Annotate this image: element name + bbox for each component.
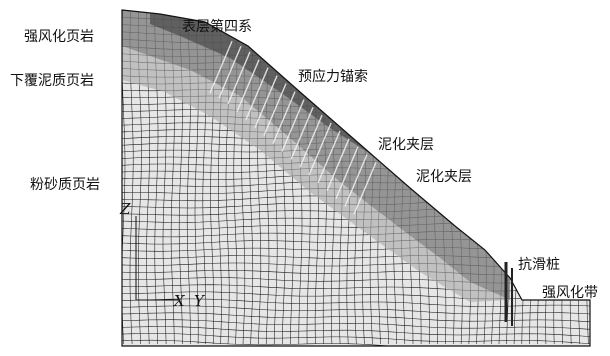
label-surface-quaternary: 表层第四系 [182, 19, 252, 35]
mesh-line [529, 10, 534, 344]
anchor-cable [344, 154, 368, 207]
anchor-cable [209, 40, 233, 94]
anchor-cable [272, 91, 296, 144]
slope-outline [121, 9, 591, 347]
label-prestressed-anchor: 预应力锚索 [298, 69, 368, 85]
muddy-shale-layer [122, 46, 510, 302]
axis-label-z: Z [120, 200, 131, 218]
mesh-line [521, 10, 526, 345]
label-muddy-interlayer-2: 泥化夹层 [416, 169, 472, 185]
mesh-line [122, 10, 126, 345]
mesh-line [120, 347, 590, 356]
anchor-cable [290, 107, 314, 160]
mesh-line [122, 319, 590, 330]
anchor-cable [353, 162, 377, 215]
label-muddy-interlayer-1: 泥化夹层 [378, 137, 434, 153]
surface-quaternary-layer [150, 12, 380, 160]
label-strong-weathered-shale: 强风化页岩 [24, 29, 94, 45]
anchor-cable [326, 138, 350, 192]
strong-weathered-shale-layer [122, 10, 510, 300]
axis-label-x: X [174, 292, 185, 310]
prestressed-anchor-cables [209, 40, 377, 215]
label-silty-shale: 粉砂质页岩 [30, 177, 100, 193]
mesh-line [122, 10, 590, 17]
geological-layers [122, 10, 510, 302]
label-lower-muddy-shale: 下覆泥质页岩 [10, 73, 94, 89]
anchor-cable [281, 99, 305, 152]
anchor-cable [317, 130, 341, 184]
anchor-cable [254, 75, 278, 128]
mesh-body [120, 10, 590, 356]
mesh-line [122, 326, 590, 337]
mesh-line [537, 10, 542, 345]
anchor-cable [335, 146, 359, 199]
label-anti-slide-pile: 抗滑桩 [518, 257, 560, 273]
anchor-cable [227, 51, 251, 105]
mesh-line [122, 333, 590, 344]
anchor-cable [299, 114, 323, 168]
anchor-cable [263, 83, 287, 136]
axis-label-y: Y [194, 292, 204, 310]
anchor-cable [308, 122, 332, 176]
anchor-cable [245, 67, 269, 120]
anchor-cable [218, 45, 242, 99]
anchor-cable [236, 59, 260, 112]
mesh-line [122, 339, 590, 346]
label-strong-weathered-zone: 强风化带 [542, 285, 598, 301]
